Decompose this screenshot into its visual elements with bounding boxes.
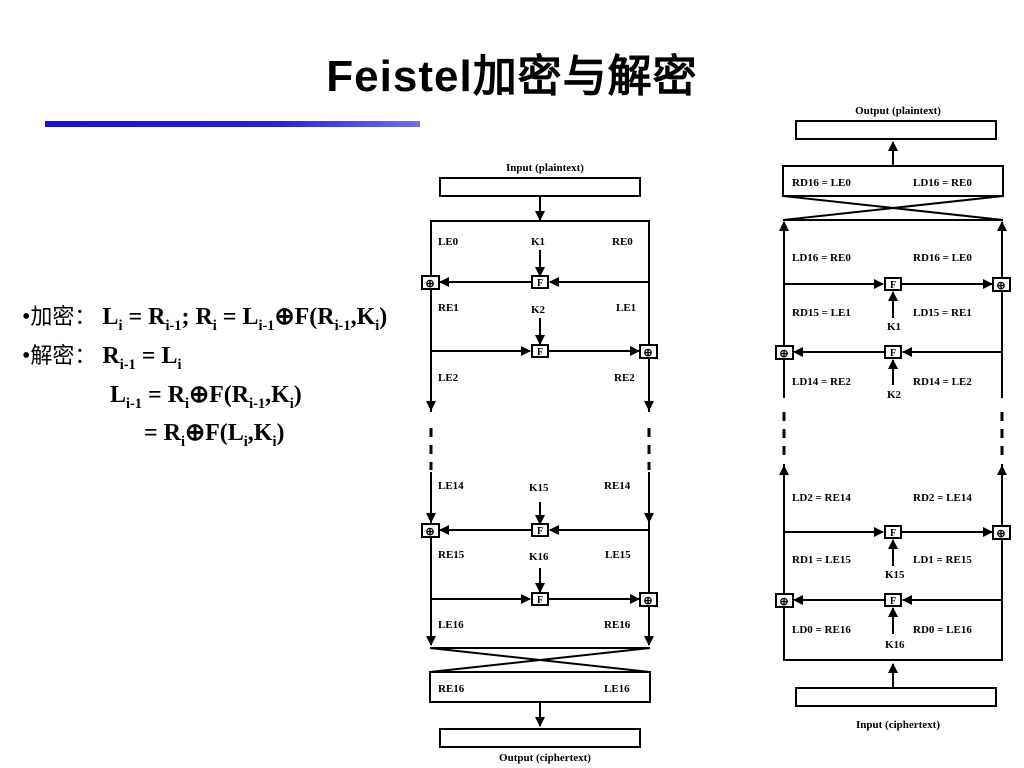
svg-text:K1: K1 — [887, 321, 901, 333]
decryption-diagram: Output (plaintext) F ⊕ F ⊕ — [775, 105, 1011, 731]
svg-text:⊕: ⊕ — [779, 596, 788, 608]
decryption-label: 解密： — [30, 343, 97, 369]
decryption-line-2: Li-1 = Ri⊕F(Ri-1,Ki) — [110, 381, 302, 412]
svg-text:RD2 = LE14: RD2 = LE14 — [913, 492, 972, 504]
svg-text:⊕: ⊕ — [779, 348, 788, 360]
svg-text:LE15: LE15 — [605, 549, 631, 561]
svg-text:RD14 = LE2: RD14 = LE2 — [913, 376, 972, 388]
formula-block: •加密： Li = Ri-1; Ri = Li-1⊕F(Ri-1,Ki) •解密… — [22, 302, 387, 457]
svg-text:F: F — [890, 348, 896, 359]
title-underline-bar — [45, 121, 420, 127]
svg-text:F: F — [537, 526, 543, 537]
svg-text:RD16 = LE0: RD16 = LE0 — [913, 252, 972, 264]
dec-input-box — [795, 687, 997, 707]
svg-text:LD1 = RE15: LD1 = RE15 — [913, 554, 972, 566]
svg-text:⊕: ⊕ — [643, 347, 652, 359]
svg-text:LD2 = RE14: LD2 = RE14 — [792, 492, 851, 504]
svg-text:⊕: ⊕ — [996, 280, 1005, 292]
bullet: • — [22, 304, 31, 330]
enc-xor-16 — [639, 592, 658, 607]
svg-text:K16: K16 — [885, 639, 905, 651]
svg-text:F: F — [890, 528, 896, 539]
svg-text:LD14 = RE2: LD14 = RE2 — [792, 376, 851, 388]
enc-xor-15 — [421, 523, 440, 538]
svg-text:F: F — [890, 280, 896, 291]
decryption-line-1: Ri-1 = Li — [102, 342, 182, 373]
dec-top-box — [782, 165, 1004, 197]
svg-text:RE14: RE14 — [604, 480, 631, 492]
bullet: • — [22, 342, 31, 369]
svg-text:LE16: LE16 — [604, 683, 630, 695]
encryption-diagram: Input (plaintext) F ⊕ F ⊕ F — [421, 162, 658, 764]
encryption-formula: •加密： Li = Ri-1; Ri = Li-1⊕F(Ri-1,Ki) — [22, 302, 387, 341]
svg-text:RD16 = LE0: RD16 = LE0 — [792, 177, 851, 189]
svg-text:RE1: RE1 — [438, 302, 459, 314]
enc-output-label: Output (ciphertext) — [499, 752, 591, 764]
svg-text:RD15 = LE1: RD15 = LE1 — [792, 307, 851, 319]
enc-xor-1 — [421, 275, 440, 290]
svg-text:LD16 = RE0: LD16 = RE0 — [792, 252, 851, 264]
svg-text:RD1 = LE15: RD1 = LE15 — [792, 554, 851, 566]
svg-text:LD15 = RE1: LD15 = RE1 — [913, 307, 972, 319]
svg-text:K2: K2 — [887, 389, 902, 401]
svg-text:F: F — [890, 596, 896, 607]
svg-text:RE0: RE0 — [612, 236, 633, 248]
svg-text:LD16 = RE0: LD16 = RE0 — [913, 177, 972, 189]
enc-input-box — [439, 177, 641, 197]
svg-text:LE2: LE2 — [438, 372, 459, 384]
decryption-labels: RD16 = LE0 LD16 = RE0 LD16 = RE0 RD16 = … — [792, 177, 972, 651]
svg-text:LE16: LE16 — [438, 619, 464, 631]
svg-text:⊕: ⊕ — [643, 595, 652, 607]
enc-output-box — [439, 728, 641, 748]
encryption-labels: LE0 K1 RE0 RE1 K2 LE1 LE2 RE2 LE14 K15 R… — [438, 236, 636, 695]
svg-text:RE16: RE16 — [438, 683, 465, 695]
svg-text:⊕: ⊕ — [425, 526, 434, 538]
svg-text:K15: K15 — [885, 569, 905, 581]
svg-text:F: F — [537, 278, 543, 289]
encryption-expression: Li = Ri-1; Ri = Li-1⊕F(Ri-1,Ki) — [102, 304, 388, 334]
dec-output-box — [795, 120, 997, 140]
svg-text:LE0: LE0 — [438, 236, 459, 248]
svg-text:⊕: ⊕ — [425, 278, 434, 290]
svg-text:LE14: LE14 — [438, 480, 464, 492]
svg-text:K1: K1 — [531, 236, 545, 248]
svg-text:K2: K2 — [531, 304, 546, 316]
svg-text:RD0 = LE16: RD0 = LE16 — [913, 624, 972, 636]
decryption-line-3: = Ri⊕F(Li,Ki) — [144, 420, 285, 451]
decryption-formula: •解密： Ri-1 = Li — [22, 341, 387, 380]
svg-text:RE2: RE2 — [614, 372, 635, 384]
svg-text:LE1: LE1 — [616, 302, 636, 314]
svg-text:LD0 = RE16: LD0 = RE16 — [792, 624, 851, 636]
svg-text:F: F — [537, 347, 543, 358]
enc-xor-2 — [639, 344, 658, 359]
svg-text:F: F — [537, 595, 543, 606]
svg-text:RE15: RE15 — [438, 549, 465, 561]
svg-text:⊕: ⊕ — [996, 528, 1005, 540]
svg-text:RE16: RE16 — [604, 619, 631, 631]
dec-output-label: Output (plaintext) — [855, 105, 941, 117]
svg-text:K16: K16 — [529, 551, 549, 563]
slide-title: Feistel加密与解密 — [326, 52, 698, 101]
dec-input-label: Input (ciphertext) — [856, 719, 940, 731]
encryption-label: 加密： — [30, 305, 97, 330]
enc-input-label: Input (plaintext) — [506, 162, 584, 174]
svg-text:K15: K15 — [529, 482, 549, 494]
